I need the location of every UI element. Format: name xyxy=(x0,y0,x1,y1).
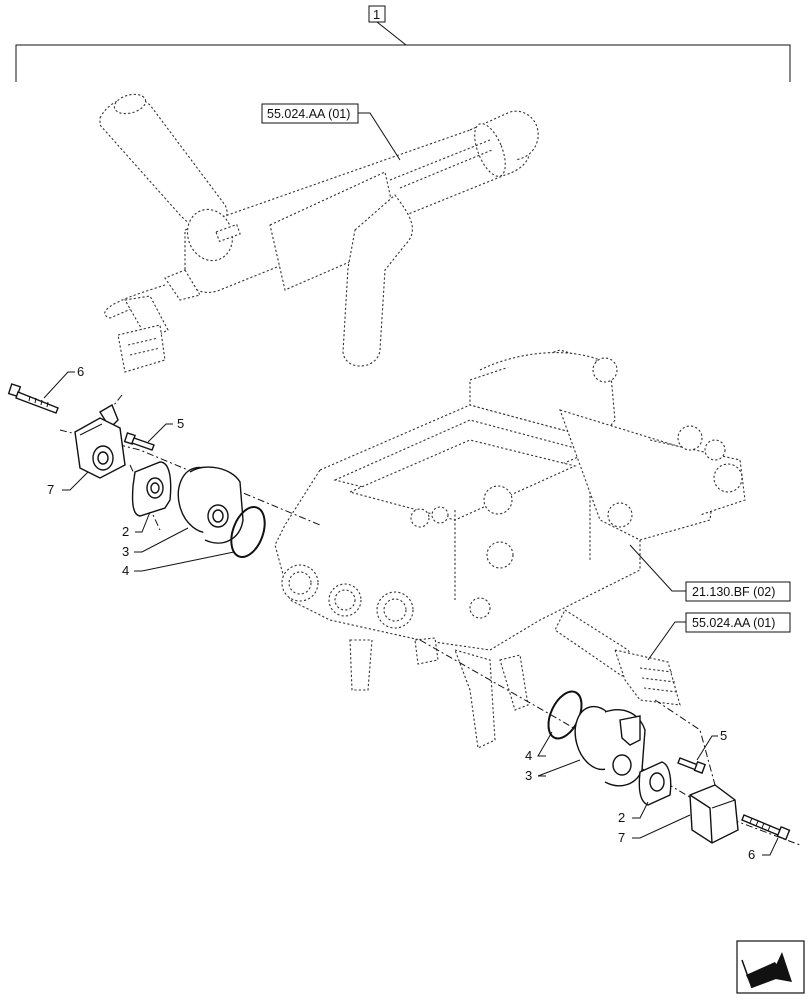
callout-right-4: 4 xyxy=(525,748,532,763)
arrow-next-page-icon[interactable] xyxy=(736,940,805,994)
callout-left-4: 4 xyxy=(122,563,129,578)
callout-right-5: 5 xyxy=(720,728,727,743)
callout-right-2: 2 xyxy=(618,810,625,825)
screw-short-left xyxy=(123,432,155,451)
screw-short-right xyxy=(677,757,707,774)
phantom-lower-hose xyxy=(554,609,681,706)
callout-right-3: 3 xyxy=(525,768,532,783)
callout-left-6: 6 xyxy=(77,364,84,379)
screw-long-left xyxy=(7,383,59,414)
plate-right xyxy=(638,761,672,806)
callout-left-3: 3 xyxy=(122,544,129,559)
reference-right-lower-label: 55.024.AA (01) xyxy=(692,616,775,630)
reference-top-label: 55.024.AA (01) xyxy=(267,107,350,121)
sensor-left xyxy=(74,403,126,479)
callout-right-7: 7 xyxy=(618,830,625,845)
reference-top[interactable]: 55.024.AA (01) xyxy=(261,103,359,124)
left-parts xyxy=(7,383,266,558)
phantom-valve-body xyxy=(274,349,746,749)
plate-left xyxy=(131,461,172,517)
housing-left xyxy=(177,466,244,544)
screw-long-right xyxy=(741,814,791,841)
right-parts xyxy=(547,690,791,844)
housing-right xyxy=(574,705,646,787)
reference-right-lower[interactable]: 55.024.AA (01) xyxy=(685,612,791,633)
callout-left-7: 7 xyxy=(47,482,54,497)
phantom-pipe-assembly xyxy=(99,93,539,373)
callout-left-5: 5 xyxy=(177,416,184,431)
reference-right-mid-label: 21.130.BF (02) xyxy=(692,585,775,599)
callout-right-6: 6 xyxy=(748,847,755,862)
callout-left-2: 2 xyxy=(122,524,129,539)
assembly-label: 1 xyxy=(373,7,380,22)
reference-right-mid[interactable]: 21.130.BF (02) xyxy=(685,581,791,602)
oring-left xyxy=(230,506,266,558)
sensor-right xyxy=(689,784,739,844)
assembly-bracket: 1 xyxy=(15,5,791,82)
